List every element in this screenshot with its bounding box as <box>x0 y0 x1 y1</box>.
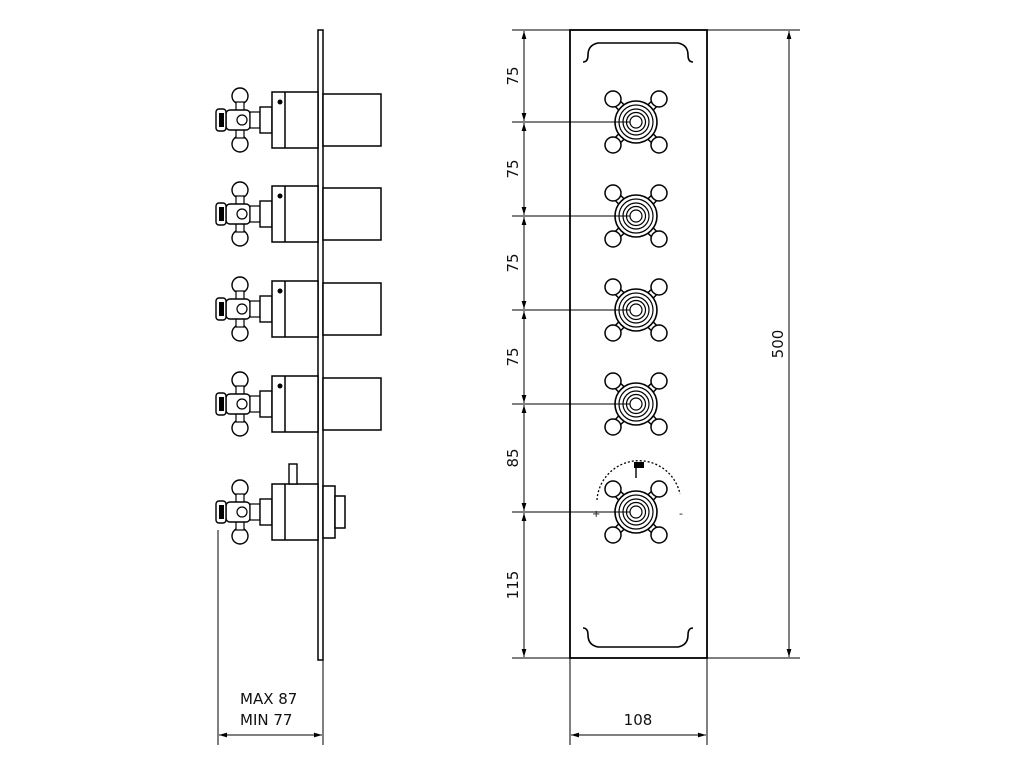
depth-min-label: MIN 77 <box>240 711 292 729</box>
spacing-label-4: 75 <box>504 347 522 366</box>
side-valve-2 <box>215 181 382 247</box>
scale-plus-mark: + <box>592 509 600 520</box>
height-label: 500 <box>769 330 787 359</box>
side-valve-1 <box>215 87 382 153</box>
scale-minus-mark: - <box>679 507 683 520</box>
depth-max-label: MAX 87 <box>240 690 297 708</box>
spacing-label-3: 75 <box>504 253 522 272</box>
spacing-label-5: 85 <box>504 448 522 467</box>
centerline-extensions <box>512 29 630 659</box>
width-label: 108 <box>624 711 653 729</box>
plate-bottom-ornament <box>582 627 694 648</box>
thermostat-scale: + - <box>592 460 683 520</box>
spacing-label-2: 75 <box>504 159 522 178</box>
spacing-label-1: 75 <box>504 66 522 85</box>
side-view: MAX 87 MIN 77 <box>215 29 382 745</box>
spacing-label-6: 115 <box>504 571 522 600</box>
side-valve-3 <box>215 276 382 342</box>
side-valve-4 <box>215 371 382 437</box>
plate-top-ornament <box>582 42 694 63</box>
front-view: + - 75 75 75 75 85 115 <box>504 29 800 745</box>
side-thermostat-valve <box>215 463 346 545</box>
